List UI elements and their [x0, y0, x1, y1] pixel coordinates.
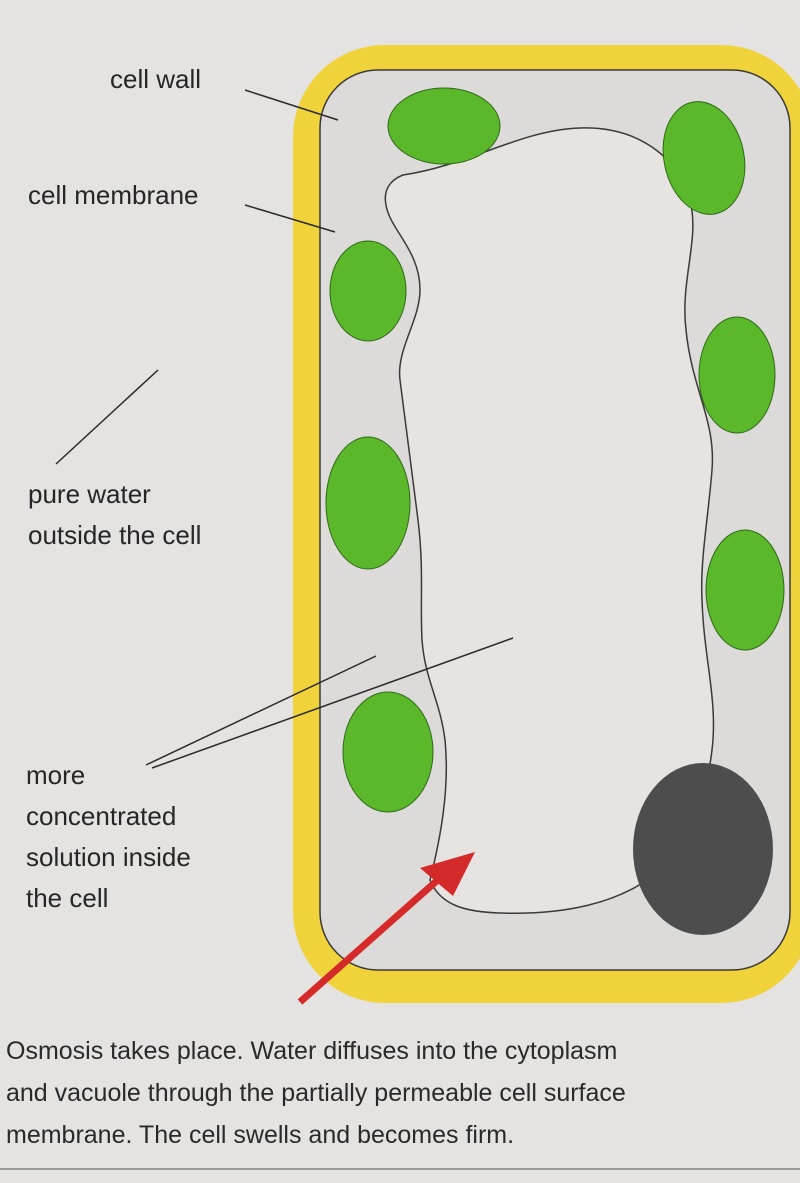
nucleus — [633, 763, 773, 935]
water-direction-arrow — [297, 875, 443, 1005]
caption-line-3: membrane. The cell swells and becomes fi… — [6, 1121, 515, 1149]
cell-membrane-label-text: cell membrane — [28, 180, 199, 210]
pure-water-leader — [55, 369, 159, 465]
concentrated-leader-cytoplasm — [145, 655, 377, 766]
chloroplast — [387, 87, 501, 165]
pure-water-label-line-1: pure water — [28, 479, 151, 509]
cell-wall-label: cell wall — [110, 59, 201, 100]
cell-wall-label-text: cell wall — [110, 64, 202, 94]
cell-membrane-label: cell membrane — [28, 175, 199, 216]
cell-membrane-leader — [244, 204, 336, 233]
figure-caption: Osmosis takes place. Water diffuses into… — [6, 1030, 796, 1156]
chloroplast — [662, 101, 746, 215]
concentrated-label-line-3: solution inside — [26, 842, 191, 872]
concentrated-solution-label: more concentrated solution inside the ce… — [26, 755, 191, 919]
bottom-divider — [0, 1168, 800, 1170]
chloroplast — [329, 240, 407, 342]
cell-wall-leader — [244, 89, 339, 121]
vacuole — [384, 127, 715, 914]
caption-line-1: Osmosis takes place. Water diffuses into… — [6, 1037, 618, 1065]
water-direction-arrowhead — [420, 852, 475, 896]
chloroplast — [342, 691, 434, 813]
chloroplast — [705, 529, 785, 651]
concentrated-leader-vacuole — [151, 637, 514, 769]
concentrated-label-line-1: more — [26, 760, 86, 790]
pure-water-label: pure water outside the cell — [28, 474, 201, 556]
caption-line-2: and vacuole through the partially permea… — [6, 1079, 626, 1107]
pure-water-label-line-2: outside the cell — [28, 520, 202, 550]
chloroplast — [325, 436, 411, 570]
concentrated-label-line-2: concentrated — [26, 801, 177, 831]
concentrated-label-line-4: the cell — [26, 883, 109, 913]
chloroplast — [698, 316, 776, 434]
